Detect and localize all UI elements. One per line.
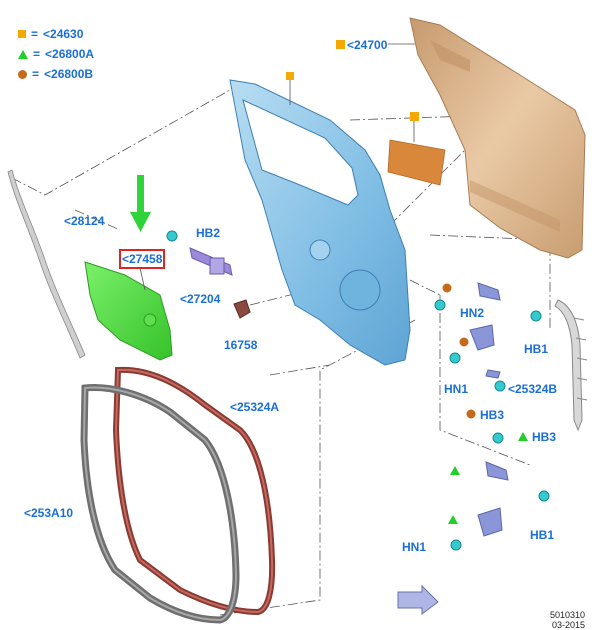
dot-marker — [459, 337, 469, 347]
weatherstrip-25324a — [112, 366, 276, 616]
view-direction-arrow — [397, 584, 439, 615]
callout-hb3-lower: HB3 — [532, 430, 557, 444]
anti-drum-pad — [387, 112, 446, 186]
callout-25324a: <25324A — [230, 400, 280, 414]
legend-row-dot: = <26800B — [18, 66, 93, 82]
diagram-date: 03-2015 — [552, 620, 586, 630]
callout-hb1-lower: HB1 — [530, 528, 555, 542]
legend-label: <26800B — [44, 67, 94, 81]
legend-label: <24630 — [43, 27, 84, 41]
belt-strip-28124 — [7, 169, 86, 359]
outer-door-panel — [409, 17, 586, 259]
square-marker — [336, 40, 345, 49]
grommet-16758 — [233, 299, 251, 319]
callout-hn1-upper: HN1 — [444, 382, 469, 396]
legend-equals: = — [33, 47, 41, 61]
legend-label: <26800A — [45, 47, 95, 61]
legend-row-triangle: = <26800A — [18, 46, 94, 62]
callout-27204: <27204 — [180, 292, 221, 306]
callout-hn1-lower: HN1 — [402, 540, 427, 554]
callout-16758: 16758 — [224, 338, 258, 352]
callout-28124: <28124 — [64, 214, 105, 228]
lower-hinge — [448, 432, 550, 551]
seal-strip-25324b — [554, 299, 588, 432]
callout-hb3-middle: HB3 — [480, 408, 505, 422]
weatherstrip-253a10 — [80, 383, 240, 624]
callout-24700: <24700 — [347, 38, 388, 52]
square-marker — [410, 112, 419, 121]
legend-equals: = — [31, 27, 39, 41]
triangle-marker — [518, 432, 528, 441]
trim-panel-27458 — [84, 261, 173, 361]
door-check-27204 — [166, 230, 233, 276]
dot-marker — [466, 409, 476, 419]
leader-lines — [11, 89, 551, 616]
callout-hn2: HN2 — [460, 306, 485, 320]
callout-27458: <27458 — [118, 249, 166, 269]
upper-hinge — [434, 282, 542, 419]
callout-hb1-upper: HB1 — [524, 342, 549, 356]
callout-hb2: HB2 — [196, 226, 221, 240]
legend-row-square: = <24630 — [18, 26, 83, 42]
dot-marker — [442, 283, 452, 293]
triangle-icon — [18, 49, 28, 59]
diagram-number: 5010310 — [550, 610, 586, 620]
callout-253a10: <253A10 — [24, 506, 74, 520]
legend-equals: = — [32, 67, 40, 81]
triangle-marker — [448, 515, 458, 524]
dot-icon — [18, 69, 27, 79]
inner-door-frame — [229, 72, 411, 366]
indicator-arrow — [130, 175, 151, 232]
triangle-marker — [450, 466, 460, 475]
callout-25324b: <25324B — [508, 382, 558, 396]
square-icon — [18, 30, 26, 38]
square-marker — [286, 72, 294, 80]
